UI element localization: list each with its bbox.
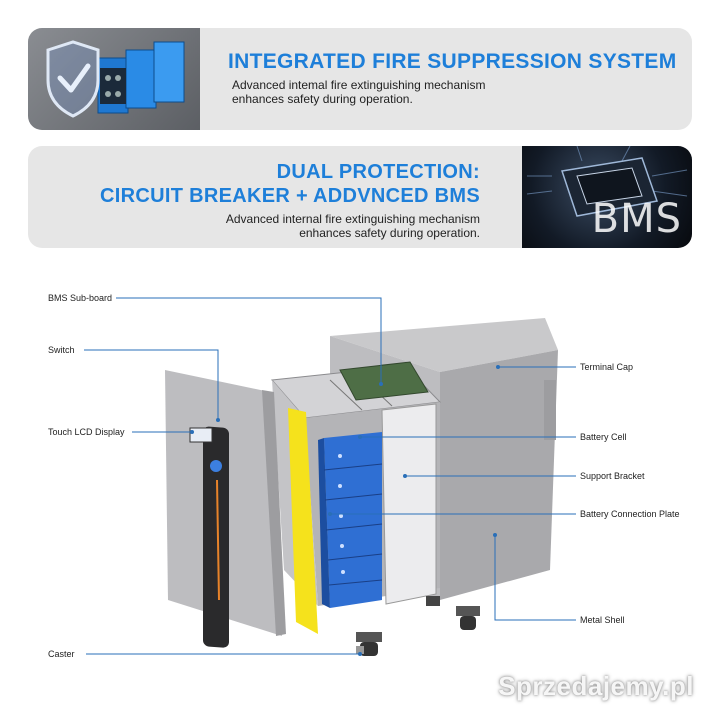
- caster-rear-right: [426, 596, 440, 606]
- leader-lines: [84, 297, 576, 655]
- label-touch-lcd: Touch LCD Display: [48, 427, 125, 437]
- lcd-screen: [189, 427, 213, 443]
- bms-chip-image: BMS: [522, 146, 692, 248]
- banner2-subtitle-line2: enhances safety during operation.: [299, 226, 480, 240]
- bms-text: BMS: [591, 196, 682, 242]
- banner1-subtitle-line2: enhances safety during operation.: [232, 92, 413, 106]
- battery-cells-shield-image: [28, 28, 200, 130]
- label-switch: Switch: [48, 345, 75, 355]
- label-support-bracket: Support Bracket: [580, 471, 645, 481]
- insulation-sheet: [288, 408, 318, 634]
- banner1-title: INTEGRATED FIRE SUPPRESSION SYSTEM: [228, 50, 677, 73]
- dual-protection-banner: DUAL PROTECTION: CIRCUIT BREAKER + ADDVN…: [28, 146, 692, 248]
- battery-cells: [318, 432, 383, 608]
- bms-subboard: [339, 361, 429, 401]
- power-button-icon: [210, 460, 222, 472]
- fire-suppression-banner: INTEGRATED FIRE SUPPRESSION SYSTEM Advan…: [28, 28, 692, 130]
- watermark: Sprzedajemy.pl: [498, 671, 694, 701]
- banner1-subtitle-line1: Advanced intemal fire extinguishing mech…: [232, 78, 486, 92]
- caster-back: [456, 606, 480, 630]
- fire-suppression-text: INTEGRATED FIRE SUPPRESSION SYSTEM Advan…: [228, 50, 677, 106]
- label-terminal-cap: Terminal Cap: [580, 362, 634, 372]
- front-panel: [165, 370, 286, 648]
- banner2-subtitle-line1: Advanced internal fire extinguishing mec…: [225, 212, 480, 226]
- banner2-title-line2: CIRCUIT BREAKER + ADDVNCED BMS: [100, 185, 480, 207]
- banner2-title-line1: DUAL PROTECTION:: [276, 161, 480, 183]
- label-battery-cell: Battery Cell: [580, 432, 627, 442]
- front-control-strip: [203, 426, 229, 648]
- dual-protection-text: DUAL PROTECTION: CIRCUIT BREAKER + ADDVN…: [100, 160, 480, 240]
- support-bracket: [381, 403, 437, 605]
- label-caster: Caster: [48, 649, 75, 659]
- caster-front: [356, 632, 382, 656]
- label-battery-connection-plate: Battery Connection Plate: [580, 509, 680, 519]
- label-metal-shell: Metal Shell: [580, 615, 625, 625]
- label-bms-subboard: BMS Sub-board: [48, 293, 113, 303]
